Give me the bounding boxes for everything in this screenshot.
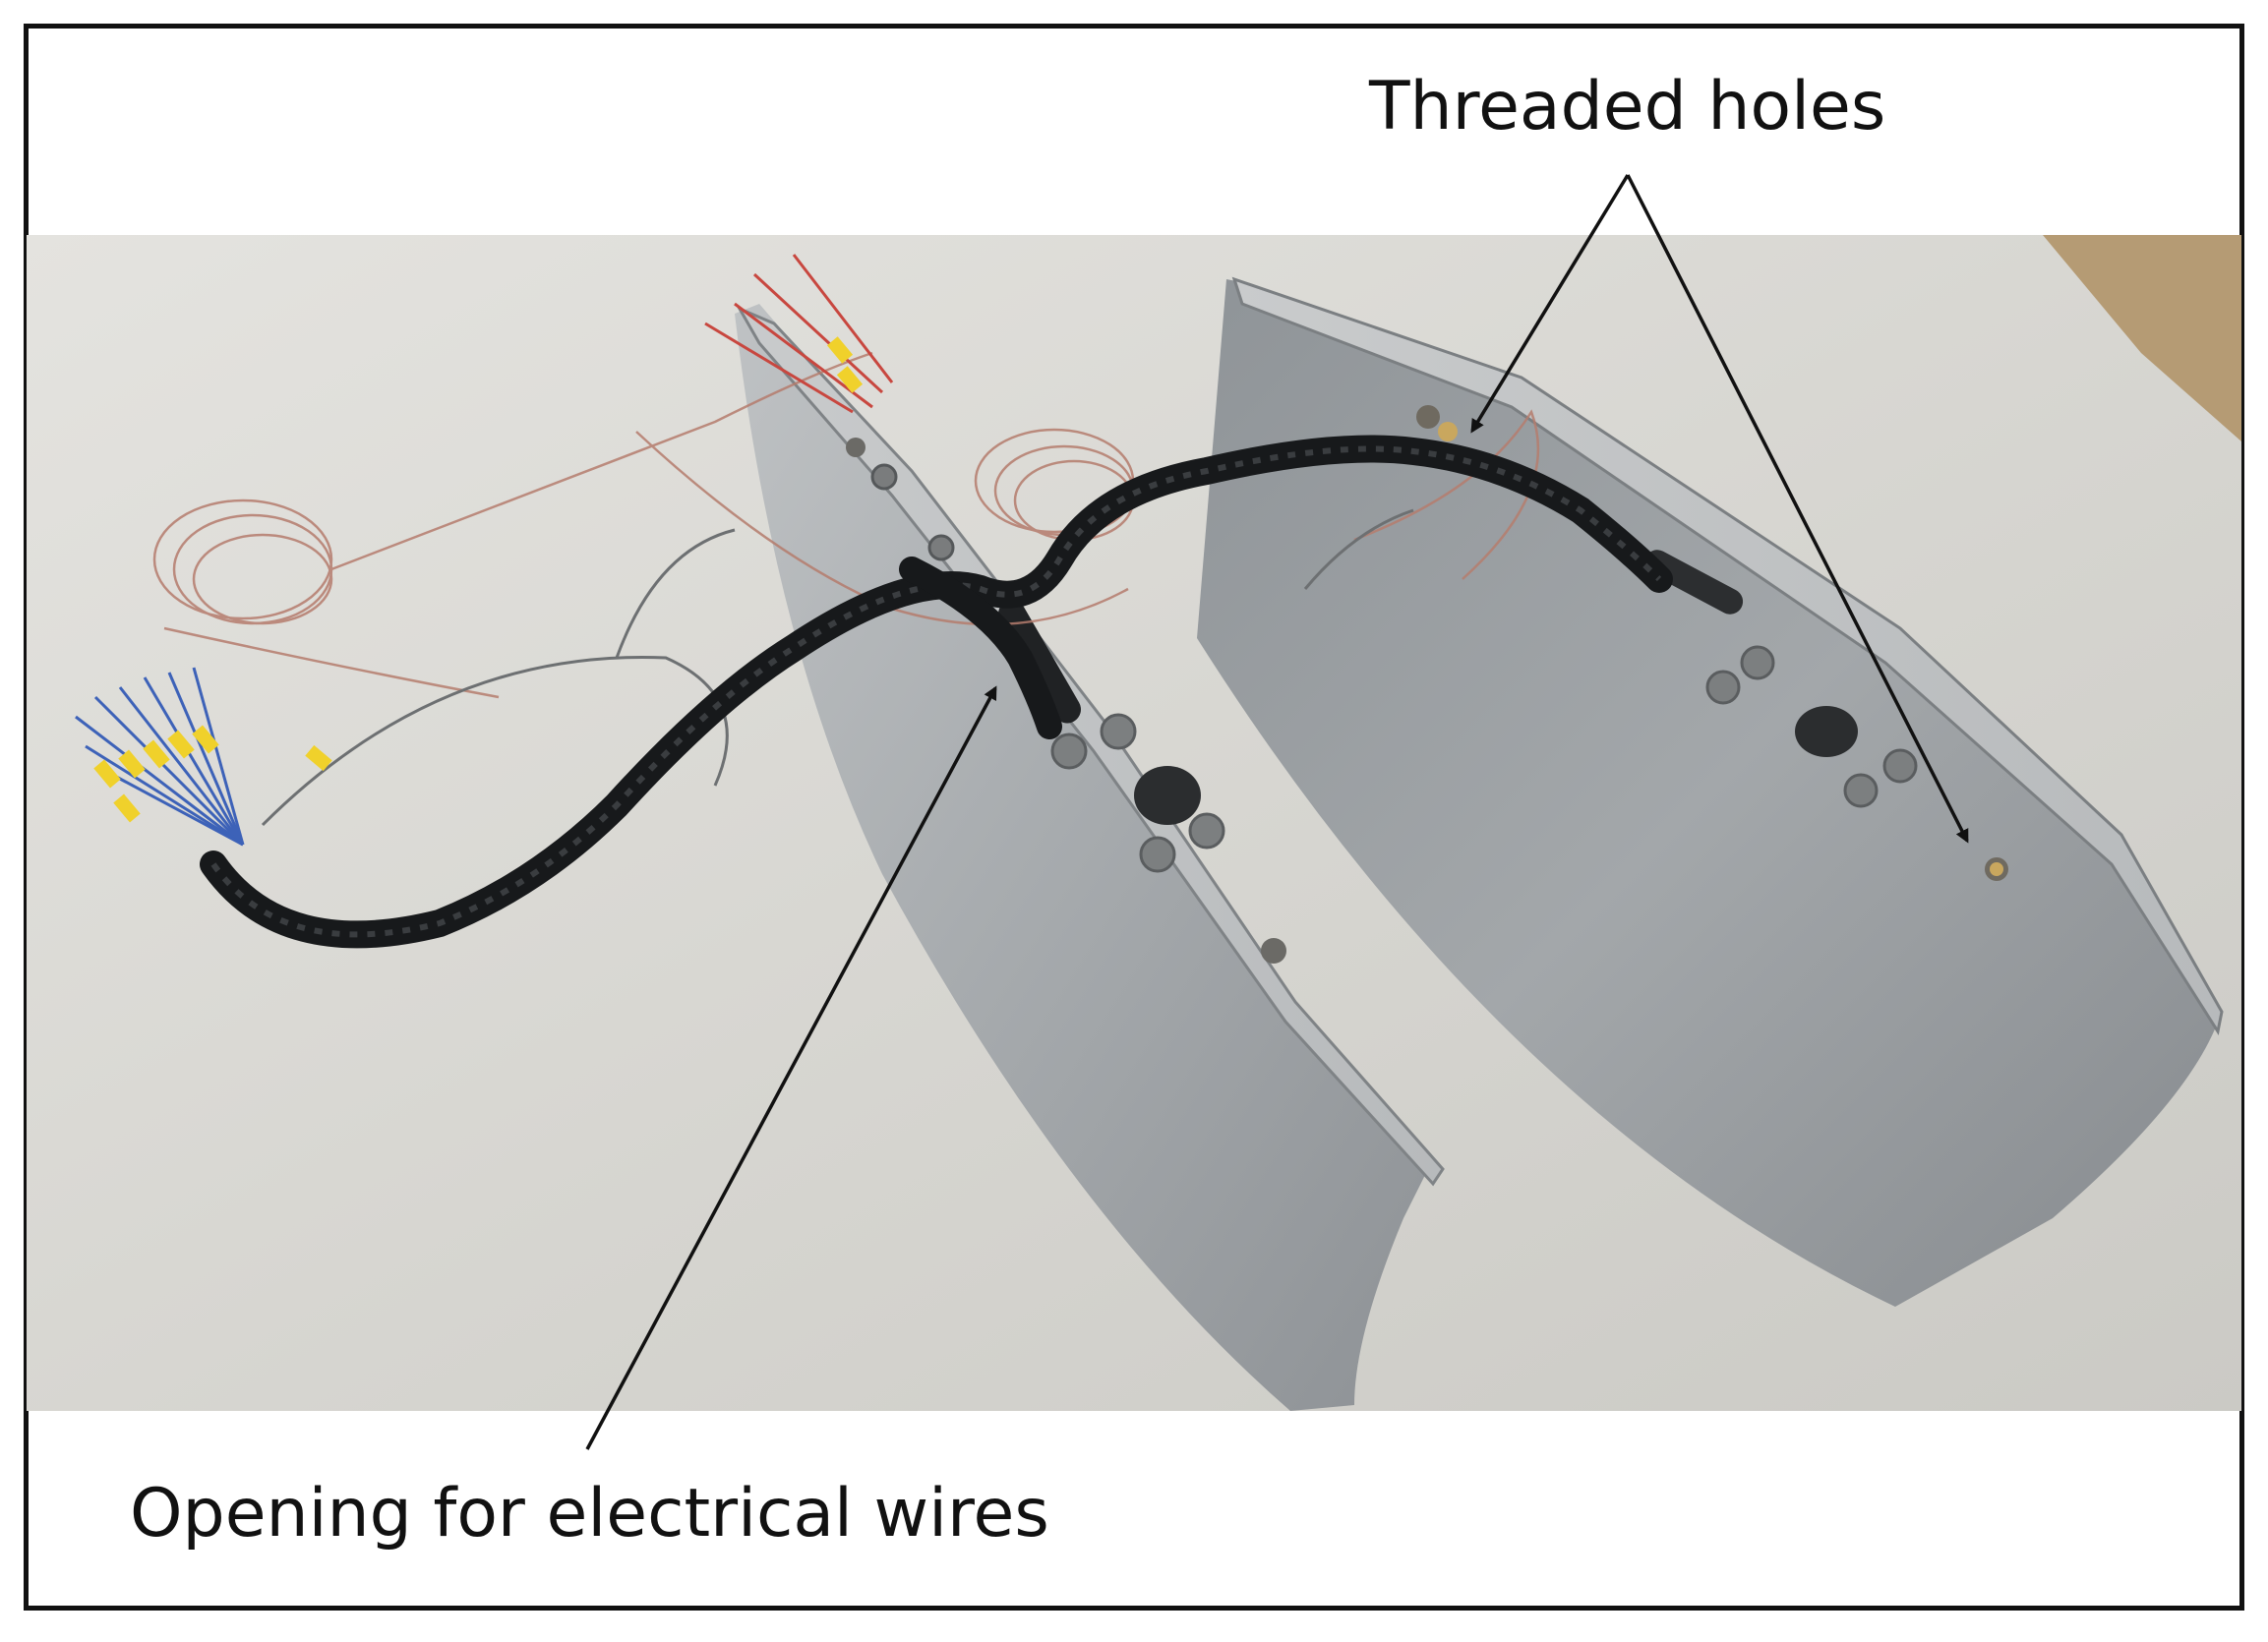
right-screw-2 <box>1705 670 1741 705</box>
opening-label: Opening for electrical wires <box>130 1475 1049 1553</box>
left-main-bore <box>1134 766 1201 825</box>
left-wire-slot <box>998 600 1081 724</box>
right-screw-1 <box>1740 645 1775 680</box>
left-screw-3 <box>1050 733 1088 770</box>
left-screw-4 <box>1100 713 1137 750</box>
right-screw-4 <box>1843 773 1879 808</box>
photo-svg <box>27 235 2241 1411</box>
red-wires <box>704 254 894 414</box>
right-threaded-hole-1-insert <box>1438 422 1458 441</box>
left-screw-5 <box>1188 812 1225 850</box>
braided-cable <box>200 435 1673 949</box>
left-hole-2 <box>1261 938 1286 964</box>
left-screw-2 <box>927 534 955 561</box>
cardboard-corner <box>2043 235 2241 441</box>
right-threaded-hole-2-insert <box>1990 862 2003 876</box>
right-main-bore <box>1795 706 1858 757</box>
photograph <box>27 235 2241 1411</box>
left-screw-6 <box>1139 836 1176 873</box>
left-hole-1 <box>846 438 865 457</box>
right-screw-3 <box>1882 748 1918 784</box>
right-threaded-hole-1 <box>1416 405 1440 429</box>
left-blade-top <box>736 305 1445 1187</box>
left-screw-1 <box>870 463 898 491</box>
cable-into-left-slot <box>899 557 1062 739</box>
threaded-holes-label: Threaded holes <box>1369 68 1886 146</box>
blue-wire-ends <box>75 336 864 847</box>
